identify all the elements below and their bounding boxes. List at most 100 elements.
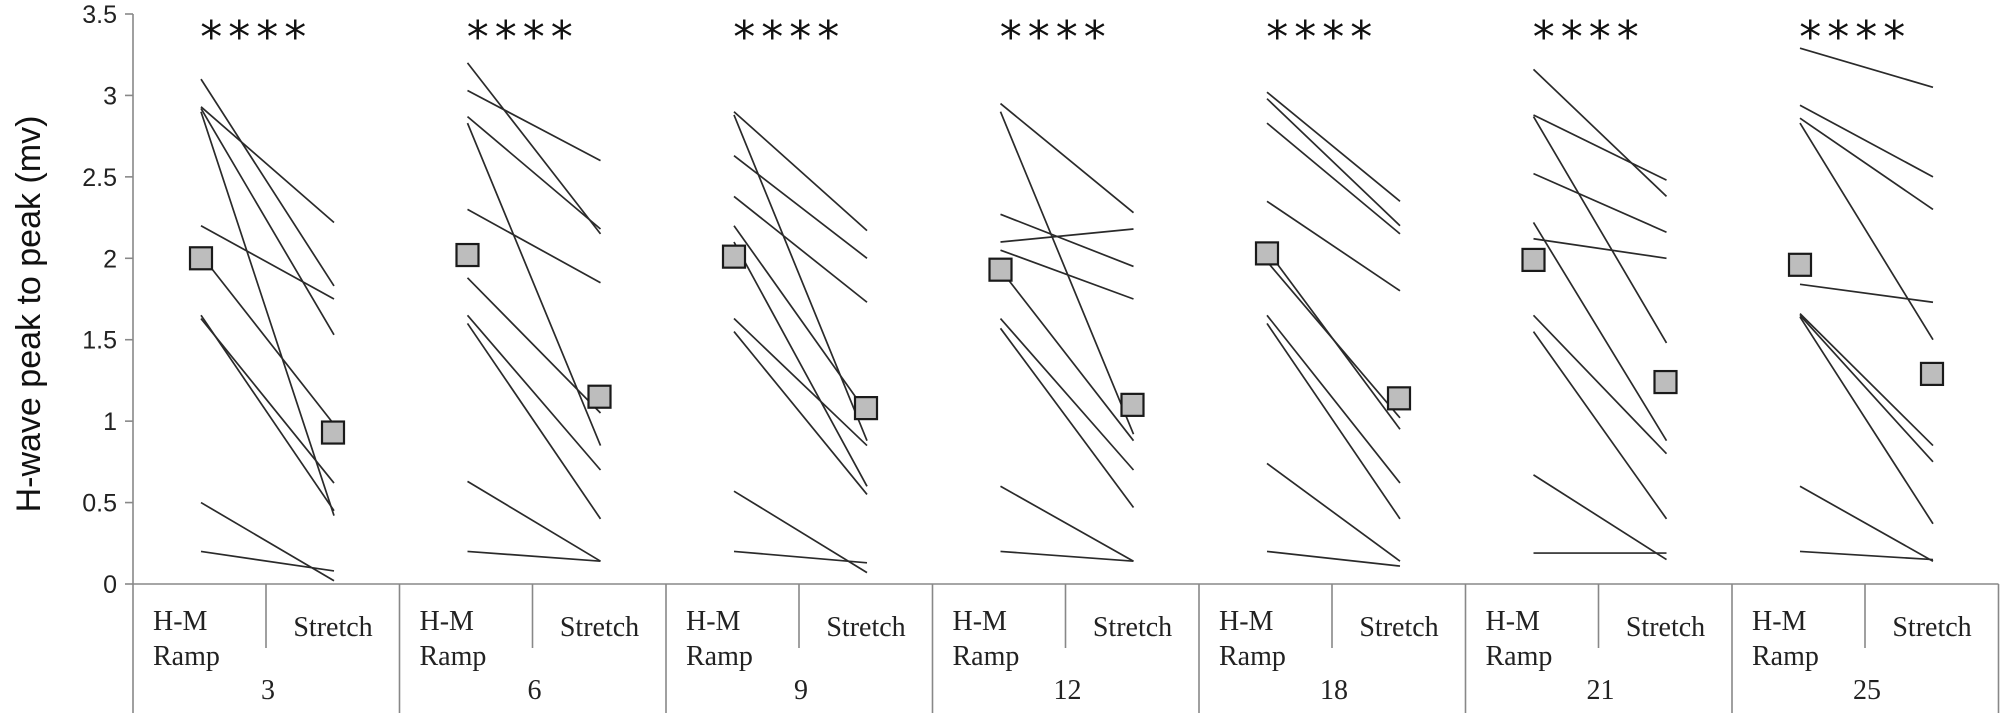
subject-line bbox=[1532, 222, 1668, 442]
subject-line bbox=[1266, 462, 1401, 562]
subject-line bbox=[466, 322, 602, 520]
subject-line bbox=[466, 314, 602, 471]
condition-label-stretch: Stretch bbox=[1892, 612, 1971, 643]
x-axis-table: H-M Ramp Stretch 3 H-M Ramp Stretch 6 H-M Ramp Str… bbox=[132, 583, 2000, 713]
subject-line bbox=[1266, 322, 1401, 520]
group-label: 3 bbox=[261, 675, 275, 706]
subject-line bbox=[1266, 91, 1401, 202]
mean-marker-stretch bbox=[587, 384, 612, 409]
mean-marker-stretch bbox=[1653, 369, 1678, 395]
mean-marker-ramp bbox=[988, 257, 1013, 282]
group-label: 21 bbox=[1587, 675, 1615, 706]
subject-line bbox=[733, 331, 868, 495]
subject-line bbox=[1799, 117, 1934, 211]
subject-line bbox=[1266, 260, 1401, 419]
mean-marker-stretch bbox=[320, 420, 346, 445]
significance-stars: **** bbox=[1799, 12, 1911, 63]
subject-line bbox=[733, 195, 868, 303]
subject-line bbox=[1799, 485, 1934, 562]
condition-label-stretch: Stretch bbox=[1359, 612, 1438, 643]
subject-line bbox=[200, 224, 335, 300]
y-axis: 00.511.522.533.5 bbox=[82, 1, 134, 599]
subject-line bbox=[200, 318, 335, 484]
y-tick-label: 1 bbox=[103, 408, 117, 436]
y-tick-label: 2 bbox=[103, 245, 117, 273]
subject-line bbox=[1799, 316, 1934, 525]
subject-line bbox=[200, 314, 335, 512]
subject-line bbox=[999, 327, 1135, 508]
subject-line bbox=[1799, 550, 1934, 561]
subject-line bbox=[200, 78, 335, 287]
subject-line bbox=[1799, 314, 1934, 463]
subject-line bbox=[733, 550, 868, 564]
y-tick-label: 1.5 bbox=[82, 327, 117, 355]
group-label: 6 bbox=[528, 675, 542, 706]
group-9: **** bbox=[721, 12, 879, 574]
condition-label-ramp: H-M bbox=[1752, 606, 1807, 637]
mean-marker-stretch bbox=[1919, 361, 1945, 387]
significance-stars: **** bbox=[200, 12, 312, 63]
condition-label-ramp: Ramp bbox=[1752, 641, 1819, 672]
subject-line bbox=[466, 62, 602, 235]
subject-line bbox=[1266, 122, 1401, 235]
subject-line bbox=[1000, 228, 1134, 243]
subject-line bbox=[733, 155, 868, 259]
group-21: **** bbox=[1521, 12, 1678, 561]
subject-line bbox=[733, 241, 868, 487]
subject-line bbox=[1532, 331, 1668, 520]
group-6: **** bbox=[455, 12, 612, 563]
subject-line bbox=[999, 102, 1135, 214]
subject-line bbox=[733, 225, 868, 414]
condition-label-ramp: H-M bbox=[420, 606, 475, 637]
mean-marker-ramp bbox=[721, 244, 747, 269]
mean-marker-ramp bbox=[188, 246, 214, 271]
subject-line bbox=[733, 114, 868, 442]
subject-line bbox=[1799, 47, 1934, 89]
subject-line bbox=[200, 108, 335, 336]
mean-marker-stretch bbox=[1120, 392, 1145, 417]
group-12: **** bbox=[988, 12, 1145, 563]
subject-line bbox=[1532, 116, 1668, 344]
subject-line bbox=[467, 208, 601, 284]
y-tick-label: 3 bbox=[103, 82, 117, 110]
condition-label-ramp: H-M bbox=[1486, 606, 1541, 637]
subject-line bbox=[467, 89, 601, 162]
condition-label-ramp: H-M bbox=[686, 606, 741, 637]
condition-label-ramp: Ramp bbox=[420, 641, 487, 672]
condition-label-ramp: H-M bbox=[153, 606, 208, 637]
significance-stars: **** bbox=[733, 12, 845, 63]
subject-line bbox=[733, 490, 868, 574]
subject-line bbox=[200, 106, 335, 224]
mean-marker-ramp bbox=[455, 242, 480, 268]
subject-line bbox=[1000, 550, 1134, 563]
condition-label-ramp: Ramp bbox=[686, 641, 753, 672]
subject-line bbox=[200, 111, 335, 516]
subject-line bbox=[1000, 213, 1134, 268]
group-label: 12 bbox=[1054, 675, 1082, 706]
condition-label-stretch: Stretch bbox=[826, 612, 905, 643]
subject-line bbox=[1266, 550, 1401, 567]
subject-line bbox=[200, 501, 335, 582]
plot-area: **************************** bbox=[188, 12, 1945, 582]
group-label: 9 bbox=[794, 675, 808, 706]
subject-line bbox=[466, 277, 602, 414]
subject-line bbox=[466, 122, 602, 446]
mean-marker-ramp bbox=[1787, 252, 1813, 277]
y-axis-label: H-wave peak to peak (mv) bbox=[10, 116, 48, 513]
y-tick-label: 2.5 bbox=[82, 164, 117, 192]
subject-line bbox=[1533, 114, 1667, 181]
significance-stars: **** bbox=[467, 12, 579, 63]
subject-line bbox=[1533, 172, 1667, 234]
condition-label-ramp: Ramp bbox=[1486, 641, 1553, 672]
y-tick-label: 0 bbox=[103, 571, 117, 599]
y-tick-label: 0.5 bbox=[82, 490, 117, 518]
subject-line bbox=[1799, 283, 1934, 304]
condition-label-stretch: Stretch bbox=[293, 612, 372, 643]
significance-stars: **** bbox=[1000, 12, 1112, 63]
subject-line bbox=[467, 480, 601, 562]
condition-label-ramp: Ramp bbox=[953, 641, 1020, 672]
subject-line bbox=[1533, 237, 1667, 260]
condition-label-ramp: Ramp bbox=[1219, 641, 1286, 672]
subject-line bbox=[733, 317, 868, 447]
